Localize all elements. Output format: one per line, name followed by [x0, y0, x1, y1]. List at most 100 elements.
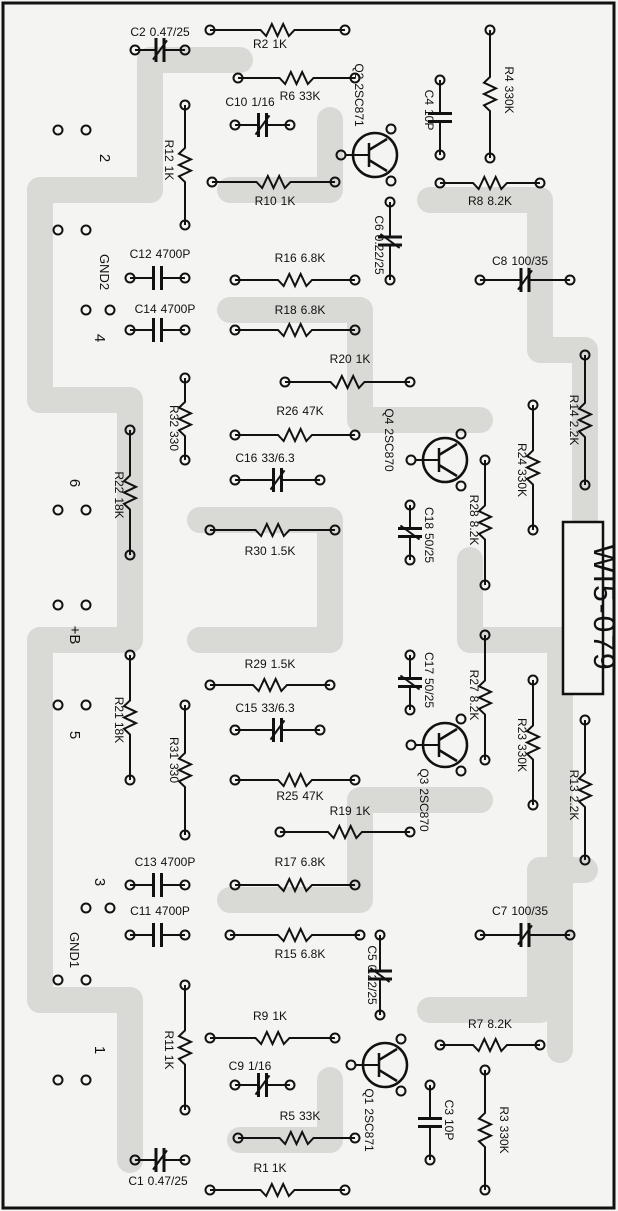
label-r4: R4330K: [502, 66, 516, 113]
transistor-q4: [415, 436, 469, 484]
capacitor-c5: [368, 935, 392, 1015]
solder-pad: [474, 274, 486, 286]
components: [52, 21, 594, 1199]
resistor-r20: [285, 373, 410, 391]
transistor-q2: [345, 131, 399, 179]
solder-pad: [384, 196, 396, 208]
label-ref: C9: [229, 1059, 245, 1073]
capacitor-c4: [428, 80, 452, 155]
label-ref: R12: [162, 140, 176, 162]
solder-pad: [564, 274, 576, 286]
solder-pad: [349, 879, 361, 891]
capacitor-c8: [480, 268, 570, 292]
solder-pad: [404, 376, 416, 388]
solder-pad: [479, 754, 491, 766]
solder-pad: [564, 929, 576, 941]
solder-pad: [374, 929, 386, 941]
solder-pad: [179, 44, 191, 56]
resistor-r14: [576, 355, 594, 485]
solder-pad: [204, 679, 216, 691]
solder-pad: [129, 44, 141, 56]
solder-pad: [204, 1184, 216, 1196]
label-ref: C8: [492, 254, 508, 268]
label-ref: R29: [245, 657, 267, 671]
solder-pad: [124, 649, 136, 661]
solder-pad: [339, 1184, 351, 1196]
label-value: 50/25: [422, 533, 436, 563]
label-ref: R7: [468, 1017, 484, 1031]
board-title-text: WI5-079: [587, 544, 618, 671]
solder-pad: [179, 1104, 191, 1116]
solder-pad: [204, 1032, 216, 1044]
resistor-r27: [476, 635, 494, 760]
label-ref: R9: [253, 1009, 269, 1023]
label-ref: R31: [167, 737, 181, 759]
label-r3: R3330K: [497, 1106, 511, 1153]
solder-pad: [349, 274, 361, 286]
label-value: 4700P: [155, 904, 190, 918]
solder-pad: [534, 1039, 546, 1051]
label-ref: Q1: [362, 1088, 376, 1104]
solder-pad: [179, 1154, 191, 1166]
label-value: 100/35: [511, 254, 548, 268]
capacitor-c7: [480, 923, 570, 947]
solder-pad: [527, 524, 539, 536]
label-ref: R4: [502, 66, 516, 82]
label-value: 6.8K: [301, 855, 326, 869]
label-ref: R15: [275, 947, 297, 961]
label-value: 4700P: [161, 302, 196, 316]
label-value: 33/6.3: [261, 451, 295, 465]
label-ref: R32: [167, 405, 181, 427]
resistor-r18: [235, 321, 355, 339]
label-value: 1.5K: [271, 657, 296, 671]
solder-pad: [229, 119, 241, 131]
label-c5: C50.22/25: [365, 945, 379, 1005]
connector-label-4: 4: [91, 334, 108, 342]
label-value: 47K: [302, 789, 323, 803]
resistor-r6: [238, 69, 355, 87]
solder-pad: [229, 429, 241, 441]
label-value: 2.2K: [567, 796, 581, 821]
solder-pad: [179, 272, 191, 284]
solder-pad: [179, 454, 191, 466]
solder-pad: [124, 879, 136, 891]
solder-pad: [229, 724, 241, 736]
resistor-r10: [212, 173, 335, 191]
label-ref: C4: [422, 90, 436, 106]
solder-pad: [404, 554, 416, 566]
solder-pad: [455, 713, 467, 725]
solder-pad: [455, 480, 467, 492]
resistor-r24: [524, 405, 542, 530]
label-ref: R24: [515, 443, 529, 465]
solder-pad: [479, 1064, 491, 1076]
label-value: 2.2K: [567, 421, 581, 446]
capacitor-c12: [130, 266, 185, 290]
resistor-r1: [210, 1181, 345, 1199]
connector-label-6: 6: [66, 479, 83, 487]
label-value: 0.47/25: [148, 1174, 188, 1188]
label-ref: R27: [467, 670, 481, 692]
solder-pad: [527, 799, 539, 811]
label-value: 1K: [272, 37, 287, 51]
label-ref: R26: [276, 404, 298, 418]
solder-pad: [229, 774, 241, 786]
solder-pad: [179, 979, 191, 991]
label-ref: C10: [225, 95, 247, 109]
solder-pad: [527, 399, 539, 411]
label-ref: R11: [162, 1031, 176, 1052]
solder-pad: [385, 123, 397, 135]
resistor-r2: [210, 21, 345, 39]
label-value: 18K: [112, 497, 126, 518]
solder-pad: [349, 1132, 361, 1144]
connector-pad: [80, 504, 92, 516]
label-value: 0.22/25: [372, 235, 386, 275]
label-ref: C16: [235, 451, 257, 465]
solder-pad: [579, 479, 591, 491]
